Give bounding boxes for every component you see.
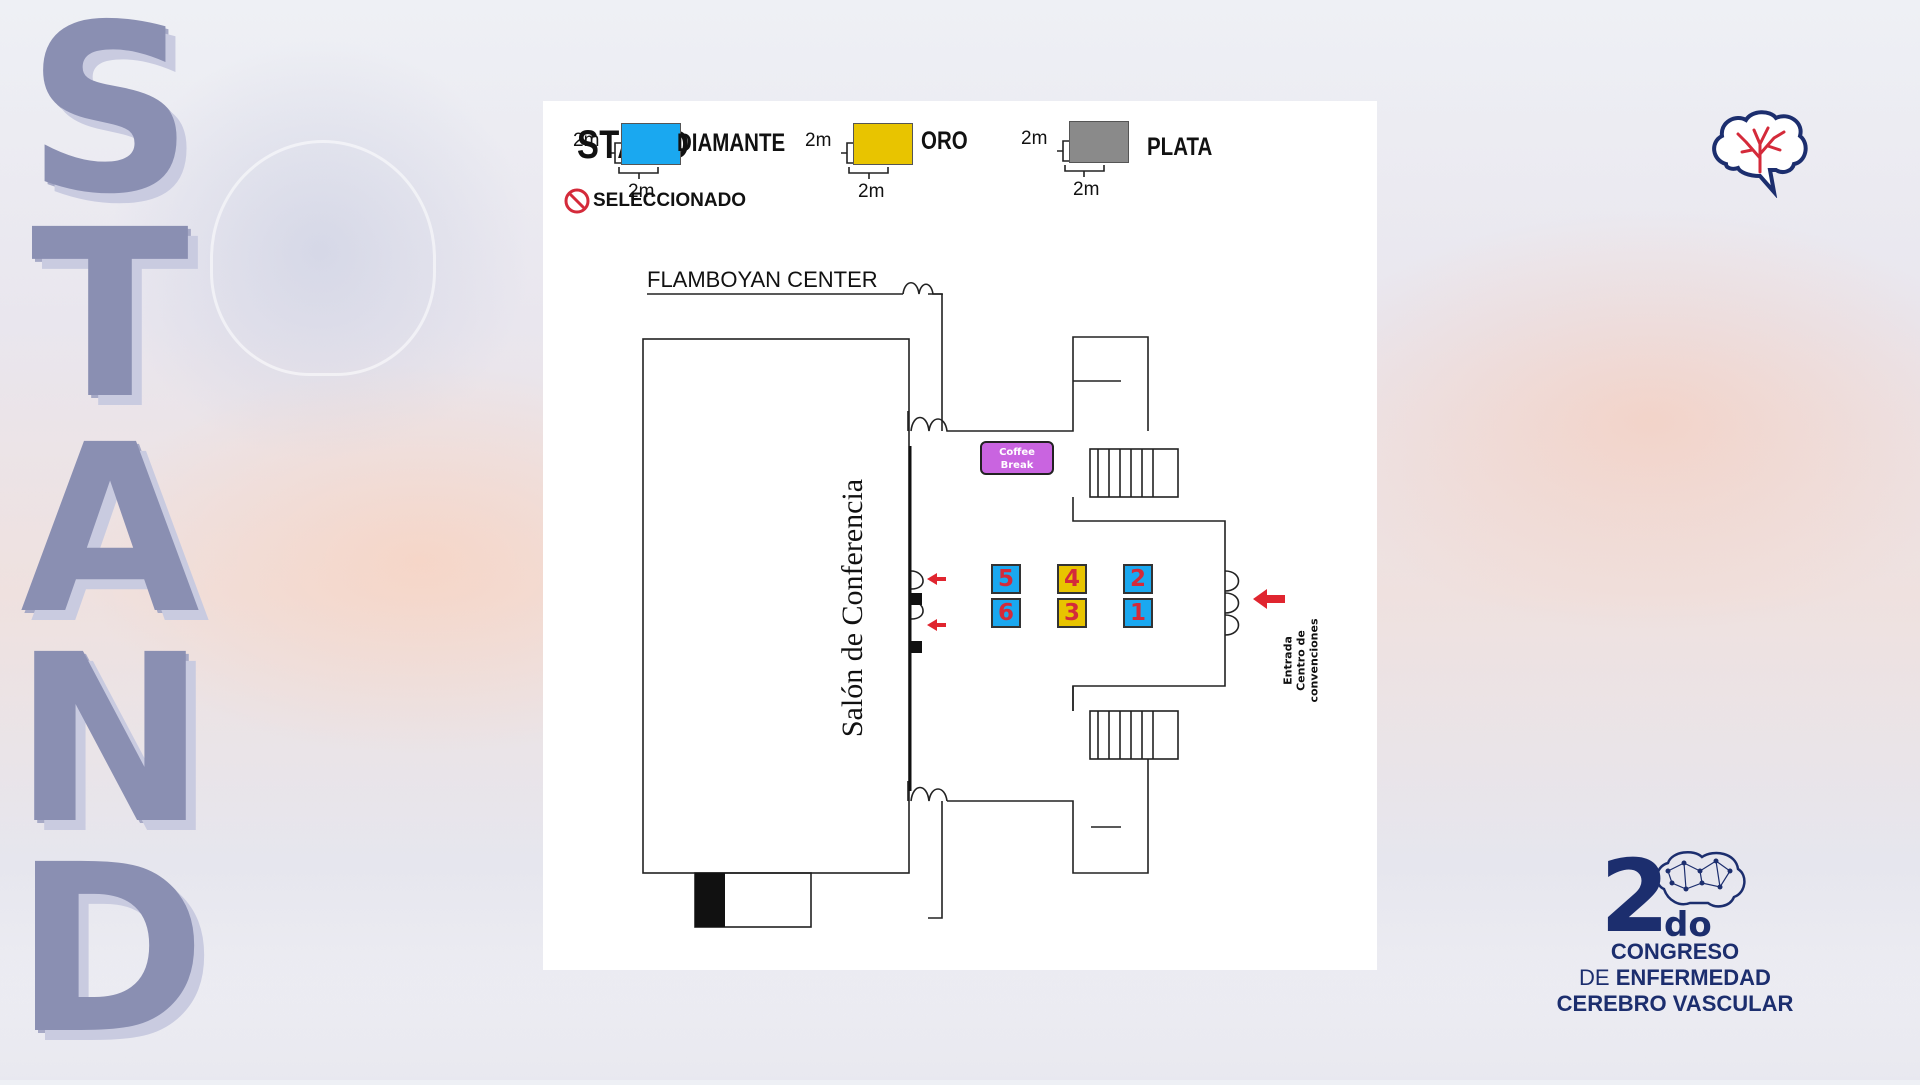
coffee-break-line-2: Break [1000, 460, 1034, 471]
booth-5[interactable]: 5 [991, 564, 1021, 594]
stand-letter: N [12, 605, 208, 875]
floor-plan-drawing [609, 140, 1285, 928]
booth-2[interactable]: 2 [1123, 564, 1153, 594]
congress-line-1: CONGRESO [1610, 939, 1740, 964]
legend-diamante-name: DIAMANTE [677, 129, 786, 157]
booth-4[interactable]: 4 [1057, 564, 1087, 594]
congress-line-2-bold: ENFERMEDAD [1615, 965, 1771, 990]
entrance-line-3: convenciones [1307, 618, 1321, 703]
booth-6[interactable]: 6 [991, 598, 1021, 628]
entrance-line-2: Centro de [1294, 630, 1308, 691]
legend-oro-width: 2m [805, 130, 832, 151]
booth-3[interactable]: 3 [1057, 598, 1087, 628]
network-brain-icon [1655, 850, 1746, 908]
brain-icon [1712, 110, 1808, 198]
background-audience [0, 950, 1920, 1080]
stand-vertical-title: S T A N D [10, 0, 210, 1080]
congress-line-3: CEREBRO VASCULAR [1556, 991, 1794, 1016]
legend-diamante-swatch [621, 123, 681, 165]
legend-diamante-depth: 2m [628, 181, 655, 202]
legend-diamante-width: 2m [573, 130, 600, 151]
legend-plata-swatch [1069, 121, 1129, 163]
venue-name: FLAMBOYAN CENTER [647, 267, 878, 292]
entrance-line-1: Entrada [1281, 636, 1295, 685]
entrance-label: Entrada Centro de convenciones [1282, 596, 1321, 726]
stand-letter: A [20, 395, 200, 665]
legend-selected-label: SELECCIONADO [593, 190, 747, 211]
stand-letter: T [30, 180, 190, 450]
coffee-break-line-1: Coffee [999, 447, 1035, 458]
stand-letter: S [26, 0, 194, 245]
congress-line-2: DE ENFERMEDAD [1530, 965, 1820, 991]
stand-letter: D [13, 815, 207, 1085]
legend-oro-depth: 2m [858, 181, 885, 202]
entry-arrows [927, 573, 1285, 631]
legend-plata-width: 2m [1021, 128, 1048, 149]
legend-plata-name: PLATA [1147, 133, 1213, 161]
booth-1[interactable]: 1 [1123, 598, 1153, 628]
congress-line-2-light: DE [1579, 965, 1610, 990]
conference-hall-label: Salón de Conferencia [836, 478, 869, 738]
background-brain-scan [210, 140, 436, 376]
congress-logo: 2 do CONGRESO DE ENFERMEDAD CEREBRO VASC… [1530, 847, 1820, 1017]
legend-oro-swatch [853, 123, 913, 165]
legend-plata-depth: 2m [1073, 179, 1100, 200]
legend-oro-name: ORO [921, 127, 968, 155]
congress-number: 2 [1600, 838, 1670, 955]
congress-ordinal: do [1664, 905, 1712, 945]
coffee-break-area: Coffee Break [980, 441, 1054, 475]
prohibited-icon [564, 188, 590, 214]
